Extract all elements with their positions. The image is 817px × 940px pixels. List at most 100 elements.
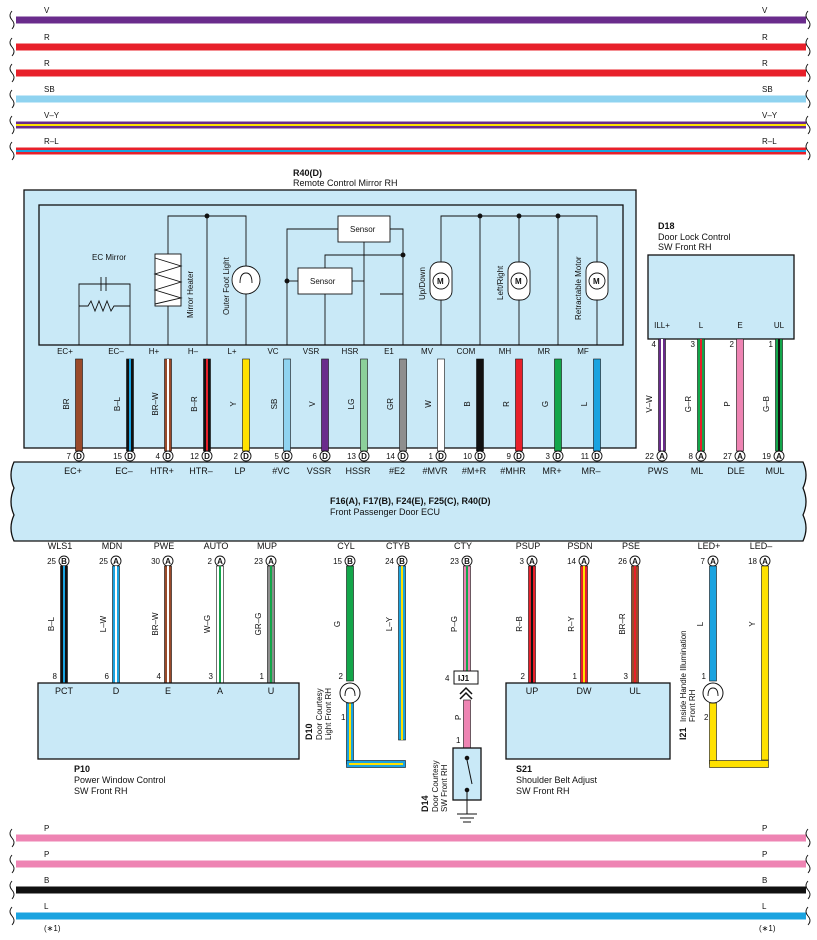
door-pin-0: 4 (652, 340, 657, 349)
ecu-pin-label-1: EC– (115, 466, 133, 476)
retractable-motor-label: Retractable Motor (574, 256, 583, 320)
mirror-pin-12-num: 3 (546, 452, 551, 461)
mirror-wire-label-10: B (463, 401, 472, 406)
d10-label1: Door Courtesy (315, 688, 324, 740)
ecu-pin-label-2: HTR+ (150, 466, 174, 476)
door-pin-conn-2-circle (734, 450, 746, 462)
bottom-bus-0-end-right (805, 828, 811, 848)
top-bus-label-right-4: V–Y (762, 111, 778, 120)
ecu-bottom-label-7: CTY (454, 541, 472, 551)
mirror-pin-9-num: 1 (429, 452, 434, 461)
door-terminal-2: E (737, 321, 742, 330)
bottom-bus-label-left-0: P (44, 824, 49, 833)
bottom-wire-11 (709, 565, 717, 682)
ecu-door-pin-label-0: PWS (648, 466, 669, 476)
mirror-wire-6 (321, 358, 329, 452)
ecu-door-pin-label-3: MUL (765, 466, 784, 476)
top-bus-label-right-5: R–L (762, 137, 777, 146)
mirror-terminal-8: E1 (384, 347, 394, 356)
top-bus-label-left-3: SB (44, 85, 55, 94)
door-lock-pin-group: ILL+4V–WA22PWSL3G–RA8MLE2PA27DLEUL1G–BA1… (645, 321, 785, 476)
s21-name1: Shoulder Belt Adjust (516, 775, 598, 785)
bottom-bus-2-end-left (9, 880, 15, 900)
mirror-terminal-11: MH (499, 347, 512, 356)
i21-return-wire-horizontal (709, 760, 769, 768)
i21-label1: Inside Handle Illumination (679, 630, 688, 722)
mirror-pin-8-conn: D (400, 452, 406, 461)
top-bus-label-right-0: V (762, 6, 768, 15)
door-pin-conn-1-circle (695, 450, 707, 462)
bottom-pin-10-conn: A (632, 557, 638, 566)
s21-terminal-1: DW (577, 686, 592, 696)
door-wire-label-2: P (723, 401, 732, 406)
pwc-terminal-3: A (217, 686, 223, 696)
bottom-wire-label-9: R–Y (567, 616, 576, 632)
d10-return-wire-stripe (349, 703, 351, 764)
bottom-bus-label-right-0: P (762, 824, 767, 833)
mirror-pin-8-circle (397, 450, 409, 462)
i21-label2: Front RH (688, 689, 697, 722)
mirror-pin-13-circle (591, 450, 603, 462)
top-bus-5-end-right (805, 141, 811, 161)
ij1-switch-wire (463, 699, 471, 749)
mirror-wire-label-3: B–R (190, 396, 199, 412)
ecu-pin-label-8: #E2 (389, 466, 405, 476)
mirror-wire-label-7: LG (347, 399, 356, 410)
sensor-top-label: Sensor (350, 225, 376, 234)
mirror-pin-3-conn: D (204, 452, 210, 461)
mirror-pin-group: EC+BRD7EC+EC–B–LD15EC–H+BR–WD4HTR+H–B–RD… (57, 347, 603, 476)
mirror-wire-label-6: V (308, 401, 317, 407)
mirror-pin-4-num: 2 (234, 452, 239, 461)
ecu-bottom-pin-group: WLS1B25B–L8MDNA25L–W6PWEA30BR–W4AUTOA2W–… (47, 541, 772, 768)
mirror-pin-0-conn: D (76, 452, 82, 461)
ecu-bottom-label-12: LED– (750, 541, 773, 551)
pwc-terminal-0: PCT (55, 686, 74, 696)
bottom-wire-7-stripe (466, 566, 468, 671)
mirror-terminal-9: MV (421, 347, 434, 356)
bottom-bus-label-right-1: P (762, 850, 767, 859)
door-pin-conn-0-num: 22 (645, 452, 654, 461)
mirror-pin-10-circle (474, 450, 486, 462)
bottom-bus-0 (16, 834, 806, 842)
top-bus-5-stripe (16, 150, 806, 152)
bottom-pin-11-conn: A (710, 557, 716, 566)
bottom-pin-5-num: 15 (333, 557, 342, 566)
bottom-device-pin-10: 3 (624, 672, 629, 681)
door-lock-name2: SW Front RH (658, 242, 712, 252)
mirror-pin-6-circle (319, 450, 331, 462)
door-pin-conn-3-circle (773, 450, 785, 462)
mirror-wire-11 (515, 358, 523, 452)
mirror-wire-label-1: B–L (113, 396, 122, 411)
bottom-wire-label-12: Y (748, 621, 757, 627)
bottom-pin-7-conn: B (464, 557, 470, 566)
mirror-wire-13 (593, 358, 601, 452)
mirror-pin-1-conn: D (127, 452, 133, 461)
bottom-pin-4-num: 23 (254, 557, 263, 566)
bottom-bus-2 (16, 886, 806, 894)
mirror-pin-7-circle (358, 450, 370, 462)
ecu-pin-label-6: VSSR (307, 466, 332, 476)
bottom-wire-9-stripe (583, 566, 585, 683)
ec-mirror-label: EC Mirror (92, 253, 127, 262)
mirror-wire-label-12: G (541, 401, 550, 407)
remote-control-mirror-box (23, 189, 637, 449)
mirror-wire-label-9: W (424, 400, 433, 408)
bottom-pin-12-conn: A (762, 557, 768, 566)
bottom-wire-1-stripe (115, 566, 117, 683)
leftright-label: Left/Right (496, 265, 505, 300)
motor-leftright-letter: M (515, 277, 522, 286)
s21-code: S21 (516, 764, 532, 774)
top-bus-3-end-right (805, 89, 811, 109)
ecu-pin-label-5: #VC (272, 466, 290, 476)
mirror-terminal-0: EC+ (57, 347, 73, 356)
bottom-device-pin-11: 1 (702, 672, 707, 681)
updown-label: Up/Down (418, 267, 427, 300)
ecu-bottom-label-5: CYL (337, 541, 355, 551)
bottom-bus-3-end-left (9, 906, 15, 926)
mirror-wire-label-11: R (502, 401, 511, 407)
bottom-pin-6-conn: B (399, 557, 405, 566)
bottom-device-pin-2: 4 (157, 672, 162, 681)
mirror-pin-12-conn: D (555, 452, 561, 461)
ecu-bottom-label-9: PSDN (567, 541, 592, 551)
mirror-pin-13-conn: D (594, 452, 600, 461)
